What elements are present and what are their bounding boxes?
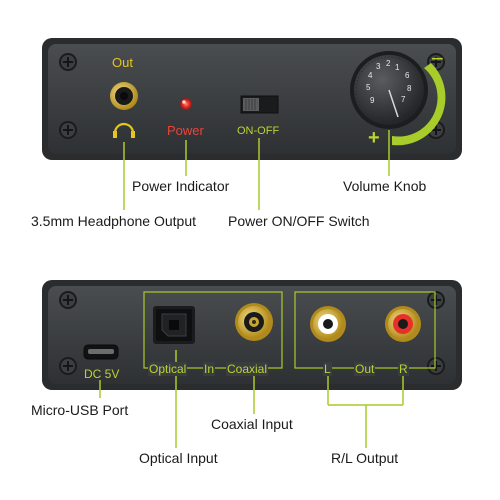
callout-power-switch: Power ON/OFF Switch: [228, 213, 370, 229]
r-label: R: [398, 362, 409, 376]
callout-optical-input: Optical Input: [139, 450, 218, 466]
callout-micro-usb: Micro-USB Port: [31, 402, 129, 418]
top-callout-lines: [123, 130, 390, 210]
knob-number: 2: [386, 59, 391, 68]
knob-number: 3: [376, 62, 381, 71]
knob-number: 7: [401, 95, 406, 104]
volume-minus-sign: −: [431, 46, 444, 71]
callout-rl-output: R/L Output: [331, 450, 399, 466]
l-label: L: [323, 362, 332, 376]
power-label: Power: [167, 123, 204, 138]
knob-number: 8: [407, 84, 412, 93]
in-label: In: [203, 362, 216, 376]
knob-number: 1: [395, 63, 400, 72]
callout-coaxial-input: Coaxial Input: [211, 416, 293, 432]
callout-power-indicator: Power Indicator: [132, 178, 230, 194]
volume-plus-sign: +: [368, 127, 380, 149]
rca-left-port[interactable]: [310, 306, 346, 342]
knob-number: 6: [405, 71, 410, 80]
callout-headphone-output: 3.5mm Headphone Output: [31, 213, 196, 229]
optical-port[interactable]: [153, 306, 195, 344]
optical-label: Optical: [148, 362, 188, 376]
top-panel: [42, 38, 462, 160]
screw-icon: [59, 291, 77, 309]
dc-label: DC 5V: [84, 367, 120, 381]
coaxial-label: Coaxial: [226, 362, 269, 376]
onoff-label: ON-OFF: [237, 125, 280, 137]
power-switch[interactable]: [240, 95, 279, 114]
callout-volume-knob: Volume Knob: [343, 178, 427, 194]
knob-number: 5: [366, 83, 371, 92]
screw-icon: [427, 291, 445, 309]
volume-arc: [392, 63, 446, 146]
headphone-icon: [113, 122, 135, 138]
screw-icon: [427, 357, 445, 375]
headphone-jack[interactable]: [110, 82, 138, 110]
screw-icon: [59, 121, 77, 139]
screw-icon: [59, 357, 77, 375]
knob-number: 4: [368, 71, 373, 80]
rca-right-port[interactable]: [385, 306, 421, 342]
out-label: Out: [112, 55, 133, 70]
out-group-label: Out: [354, 362, 376, 376]
coaxial-port[interactable]: [235, 303, 273, 341]
power-led: [180, 98, 192, 110]
micro-usb-port[interactable]: [83, 344, 119, 360]
screw-icon: [59, 53, 77, 71]
volume-knob[interactable]: [350, 51, 428, 129]
knob-number: 9: [370, 96, 375, 105]
